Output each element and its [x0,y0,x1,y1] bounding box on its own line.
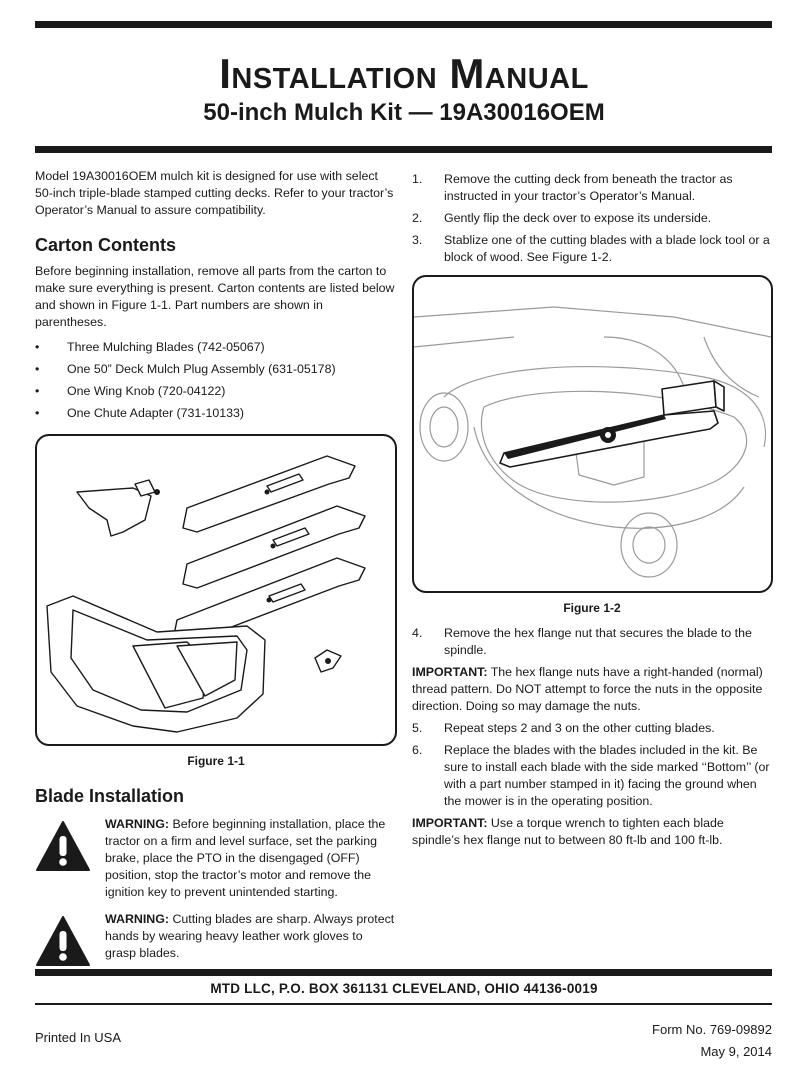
carton-heading: Carton Contents [35,235,176,255]
list-item: 2. Gently flip the deck over to expose it… [412,210,772,227]
deck-underside-illustration [414,306,771,578]
footer-rule-bottom [35,1003,772,1005]
warning-block: WARNING: Before beginning installation, … [35,816,397,901]
warning-triangle-icon [36,916,90,966]
page-title: Installation Manual [219,50,589,97]
step-text: Gently flip the deck over to expose its … [444,211,712,225]
step-text: Repeat steps 2 and 3 on the other cuttin… [444,721,715,735]
carton-list: Three Mulching Blades (742-05067) One 50… [35,339,397,422]
important-lead: IMPORTANT: [412,665,488,679]
mulch-kit-parts-illustration [46,455,366,733]
important-note: IMPORTANT: The hex flange nuts have a ri… [412,664,772,715]
warning-lead: WARNING: [105,912,170,926]
form-number: Form No. 769-09892 [652,1022,772,1037]
steps-list: 5. Repeat steps 2 and 3 on the other cutt… [412,720,772,810]
list-item: 4. Remove the hex flange nut that secures… [412,625,772,659]
warning-body: Cutting blades are sharp. Always protect… [105,912,395,960]
step-text: Remove the cutting deck from beneath the… [444,172,733,203]
carton-paragraph: Before beginning installation, remove al… [35,264,395,329]
list-item: 5. Repeat steps 2 and 3 on the other cutt… [412,720,772,737]
list-item: One 50” Deck Mulch Plug Assembly (631-05… [35,361,397,378]
list-item: 6. Replace the blades with the blades inc… [412,742,772,810]
step-text: Replace the blades with the blades inclu… [444,743,770,808]
warning-triangle-icon [36,821,90,871]
page-subtitle: 50-inch Mulch Kit — 19A30016OEM [203,99,605,126]
step-number: 5. [412,721,423,735]
title-rule [35,146,772,153]
step-text: Remove the hex flange nut that secures t… [444,626,752,657]
form-date: May 9, 2014 [700,1044,772,1059]
list-item: 1. Remove the cutting deck from beneath t… [412,171,772,205]
intro-paragraph: Model 19A30016OEM mulch kit is designed … [35,169,394,217]
left-column: Model 19A30016OEM mulch kit is designed … [35,168,397,972]
right-column: 1. Remove the cutting deck from beneath t… [412,171,773,849]
printed-in: Printed In USA [35,1030,121,1045]
list-item: Three Mulching Blades (742-05067) [35,339,397,356]
warning-lead: WARNING: [105,817,170,831]
figure-1-2-box [412,275,773,593]
important-body: The hex flange nuts have a right-handed … [412,665,763,713]
list-item: One Wing Knob (720-04122) [35,383,397,400]
warning-text: WARNING: Before beginning installation, … [105,816,397,901]
warning-text: WARNING: Cutting blades are sharp. Alway… [105,911,397,962]
step-number: 4. [412,626,423,640]
important-body: Use a torque wrench to tighten each blad… [412,816,724,847]
step-number: 2. [412,211,423,225]
figure-1-1-caption: Figure 1-1 [187,754,245,768]
important-note: IMPORTANT: Use a torque wrench to tighte… [412,815,772,849]
top-rule [35,21,772,28]
figure-1-1-box [35,434,397,746]
figure-1-2-caption: Figure 1-2 [563,601,621,615]
blade-heading: Blade Installation [35,786,185,806]
step-number: 1. [412,172,423,186]
list-item: One Chute Adapter (731-10133) [35,405,397,422]
step-text: Stablize one of the cutting blades with … [444,233,770,264]
company-address: MTD LLC, P.O. BOX 361131 CLEVELAND, OHIO… [210,981,598,996]
important-lead: IMPORTANT: [412,816,488,830]
form-info: Form No. 769-09892 May 9, 2014 [652,1019,772,1063]
warning-block: WARNING: Cutting blades are sharp. Alway… [35,911,397,966]
steps-list: 4. Remove the hex flange nut that secures… [412,625,772,659]
step-number: 6. [412,743,423,757]
list-item: 3. Stablize one of the cutting blades wit… [412,232,772,266]
step-number: 3. [412,233,423,247]
steps-list: 1. Remove the cutting deck from beneath t… [412,171,772,266]
footer-rule [35,969,772,976]
warning-body: Before beginning installation, place the… [105,817,386,899]
